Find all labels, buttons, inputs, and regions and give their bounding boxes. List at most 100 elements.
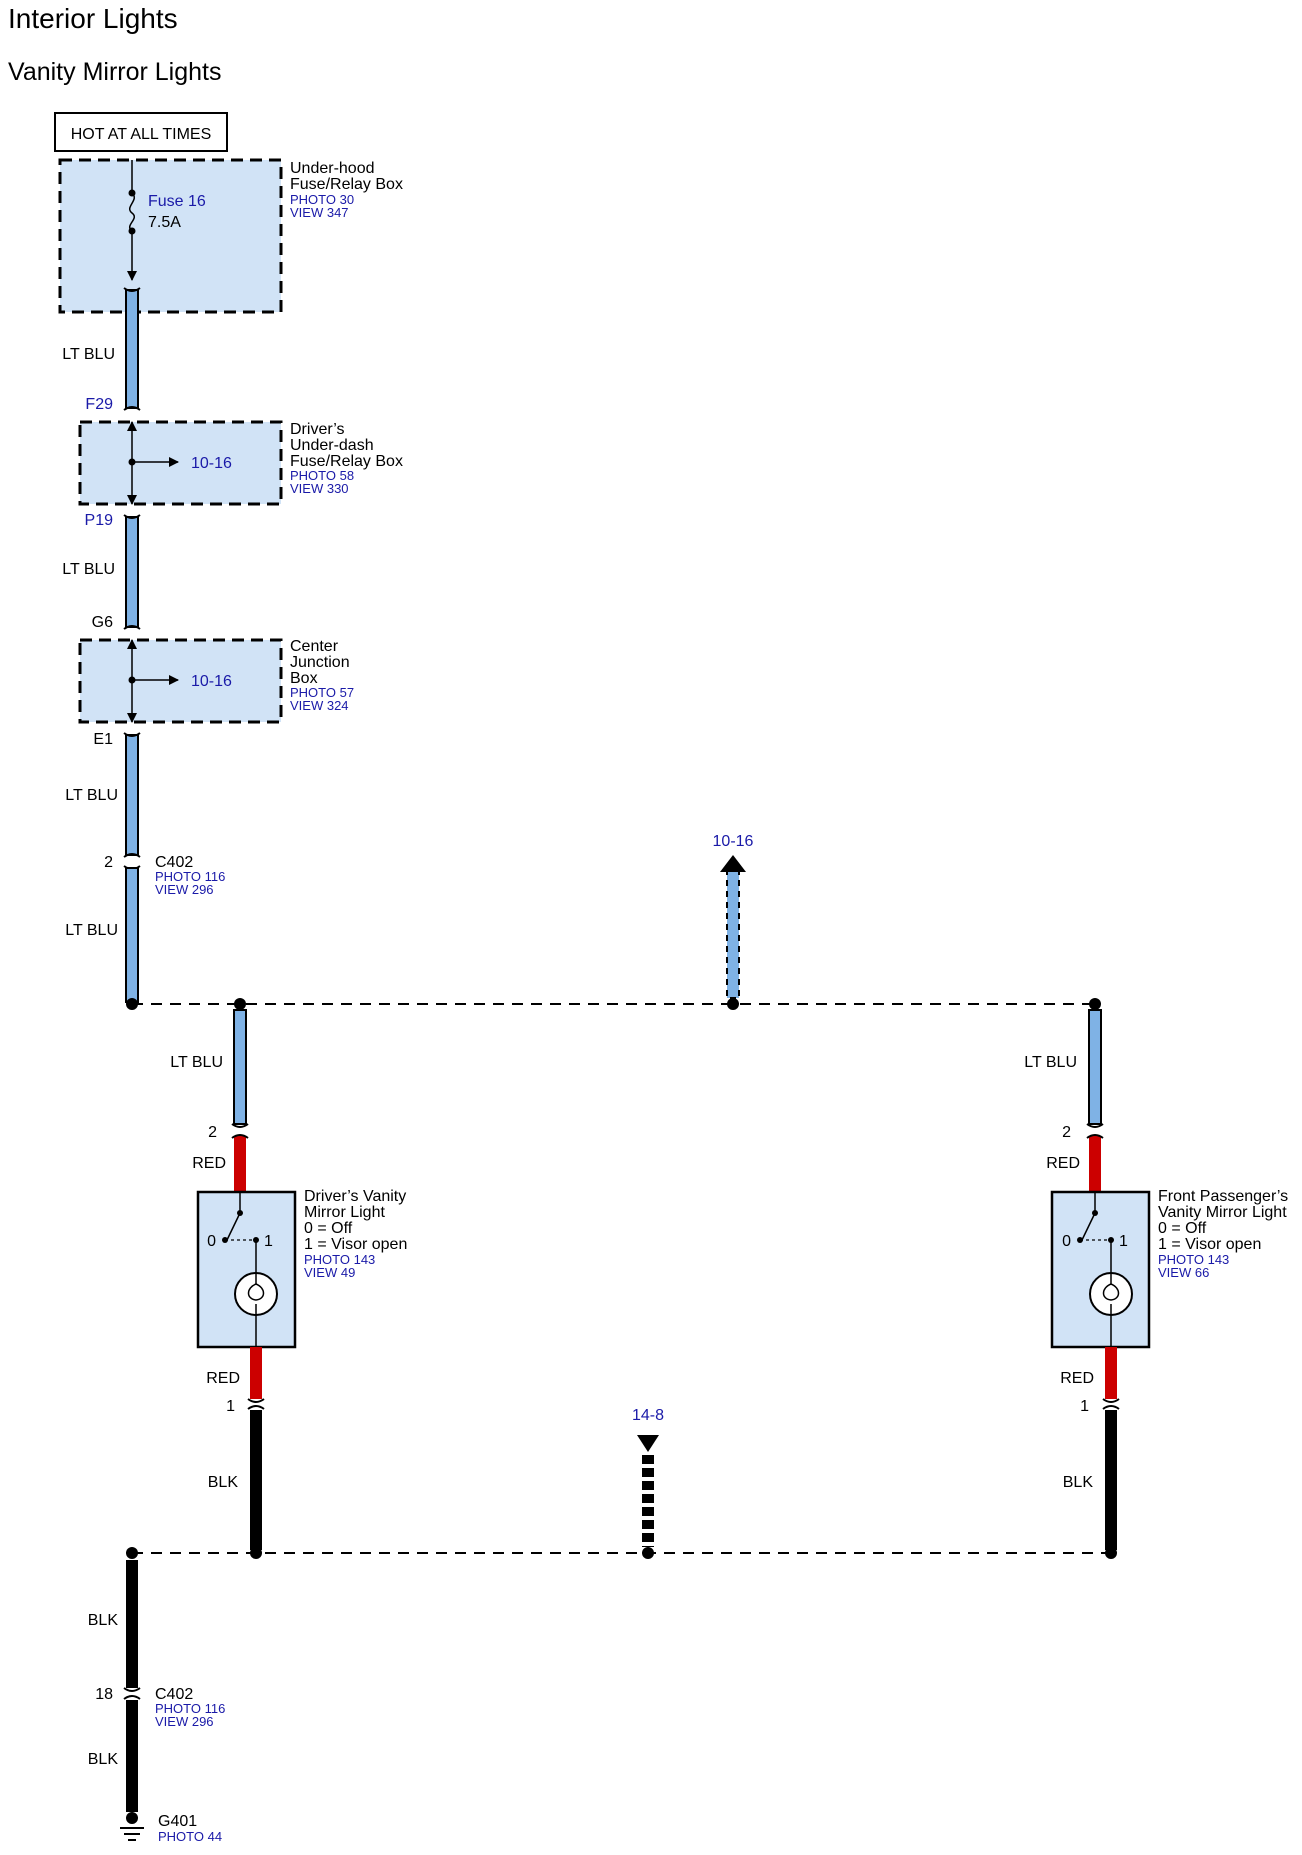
passenger-connector-cap bbox=[1086, 1134, 1104, 1139]
driver-light-photo: PHOTO 143 bbox=[304, 1252, 375, 1267]
passenger-wire-blk bbox=[1105, 1410, 1117, 1550]
wire-color-label: BLK bbox=[1063, 1474, 1094, 1491]
passenger-wire-lt-blu bbox=[1088, 1009, 1102, 1125]
underhood-box-name-1: Under-hood bbox=[290, 160, 375, 177]
power-continuation-ref: 10-16 bbox=[713, 833, 754, 850]
wire-color-label: RED bbox=[192, 1155, 226, 1172]
splice-point bbox=[1089, 998, 1101, 1010]
power-continuation-wire bbox=[720, 855, 746, 999]
driver-connector-cap bbox=[231, 1134, 249, 1139]
wire-color-label: LT BLU bbox=[1024, 1054, 1077, 1071]
ground-name: G401 bbox=[158, 1813, 197, 1830]
driver-light-switch bbox=[222, 1192, 259, 1268]
passenger-connector-cap bbox=[1102, 1398, 1120, 1403]
wire-end-cap bbox=[123, 514, 141, 519]
driver-light-name-1: Driver’s Vanity bbox=[304, 1188, 406, 1205]
passenger-light-pin-bottom: 1 bbox=[1080, 1398, 1089, 1415]
passenger-switch-pos-off: 0 bbox=[1062, 1233, 1071, 1250]
fuse-name: Fuse 16 bbox=[148, 193, 206, 210]
junction-box-view: VIEW 324 bbox=[290, 698, 349, 713]
passenger-light-name-2: Vanity Mirror Light bbox=[1158, 1204, 1287, 1221]
passenger-light-view: VIEW 66 bbox=[1158, 1265, 1209, 1280]
junction-pin-out: E1 bbox=[93, 731, 113, 748]
driver-connector-cap bbox=[247, 1398, 265, 1403]
junction-box-name-2: Junction bbox=[290, 654, 350, 671]
driver-light-view: VIEW 49 bbox=[304, 1265, 355, 1280]
underdash-branch-symbol bbox=[127, 421, 179, 505]
c402-upper-photo: PHOTO 116 bbox=[155, 869, 225, 884]
wire-end-cap bbox=[123, 625, 141, 630]
underhood-box-view: VIEW 347 bbox=[290, 205, 349, 220]
passenger-bulb-icon bbox=[1089, 1268, 1133, 1347]
wire-end-cap bbox=[123, 406, 141, 411]
junction-branch-symbol bbox=[127, 639, 179, 723]
driver-light-pin-bottom: 1 bbox=[226, 1398, 235, 1415]
ground-continuation-ref: 14-8 bbox=[632, 1407, 664, 1424]
c402-upper-connector bbox=[123, 853, 141, 870]
passenger-light-pin-top: 2 bbox=[1062, 1124, 1071, 1141]
driver-switch-pos-on: 1 bbox=[264, 1233, 273, 1250]
underdash-box-name-1: Driver’s bbox=[290, 421, 345, 438]
junction-pin-in: G6 bbox=[92, 614, 113, 631]
c402-lower-pin: 18 bbox=[95, 1686, 113, 1703]
page-title: Interior Lights bbox=[8, 3, 178, 34]
fuse-rating: 7.5A bbox=[148, 214, 181, 231]
wire-lt-blu-3 bbox=[125, 734, 139, 856]
c402-upper-name: C402 bbox=[155, 854, 193, 871]
driver-wire-blk bbox=[250, 1410, 262, 1550]
junction-branch-ref: 10-16 bbox=[191, 673, 232, 690]
passenger-vanity-light bbox=[1050, 1190, 1151, 1349]
underhood-fuse-box bbox=[58, 158, 283, 314]
c402-lower-connector bbox=[123, 1687, 141, 1700]
underdash-fuse-box bbox=[78, 420, 283, 506]
wire-color-label: LT BLU bbox=[170, 1054, 223, 1071]
ground-continuation-wire bbox=[637, 1435, 659, 1547]
passenger-light-state-off: 0 = Off bbox=[1158, 1220, 1207, 1237]
splice-point bbox=[250, 1547, 262, 1559]
passenger-wire-red-bottom bbox=[1105, 1347, 1117, 1399]
passenger-light-photo: PHOTO 143 bbox=[1158, 1252, 1229, 1267]
junction-box-photo: PHOTO 57 bbox=[290, 685, 354, 700]
underdash-branch-ref: 10-16 bbox=[191, 455, 232, 472]
ground-icon bbox=[120, 1812, 144, 1841]
wire-color-label: RED bbox=[1046, 1155, 1080, 1172]
fuse-16-symbol bbox=[127, 160, 137, 281]
ground-wire-blk-2 bbox=[126, 1700, 138, 1812]
passenger-light-switch bbox=[1077, 1192, 1114, 1268]
wire-color-label: RED bbox=[206, 1370, 240, 1387]
wire-color-label: LT BLU bbox=[62, 561, 115, 578]
power-source-label: HOT AT ALL TIMES bbox=[71, 126, 212, 143]
c402-lower-photo: PHOTO 116 bbox=[155, 1701, 225, 1716]
splice-point bbox=[1105, 1547, 1117, 1559]
passenger-light-name-1: Front Passenger’s bbox=[1158, 1188, 1288, 1205]
splice-point bbox=[234, 998, 246, 1010]
wire-color-label: BLK bbox=[88, 1751, 119, 1768]
underhood-box-name-2: Fuse/Relay Box bbox=[290, 176, 403, 193]
junction-box-name-1: Center bbox=[290, 638, 339, 655]
underdash-pin-in: F29 bbox=[85, 396, 113, 413]
splice-point bbox=[126, 1547, 138, 1559]
junction-box-name-3: Box bbox=[290, 670, 318, 687]
c402-upper-pin: 2 bbox=[104, 854, 113, 871]
driver-wire-red-bottom bbox=[250, 1347, 262, 1399]
splice-point bbox=[642, 1547, 654, 1559]
splice-point bbox=[727, 998, 739, 1010]
driver-switch-pos-off: 0 bbox=[207, 1233, 216, 1250]
wire-lt-blu-1 bbox=[125, 289, 139, 409]
driver-connector-cap bbox=[231, 1123, 249, 1128]
driver-light-state-off: 0 = Off bbox=[304, 1220, 353, 1237]
passenger-connector-cap bbox=[1086, 1123, 1104, 1128]
wire-end-cap bbox=[123, 732, 141, 737]
underhood-box-photo: PHOTO 30 bbox=[290, 192, 354, 207]
c402-upper-view: VIEW 296 bbox=[155, 882, 214, 897]
driver-light-state-open: 1 = Visor open bbox=[304, 1236, 407, 1253]
passenger-switch-pos-on: 1 bbox=[1119, 1233, 1128, 1250]
splice-point bbox=[126, 998, 138, 1010]
underdash-box-name-3: Fuse/Relay Box bbox=[290, 453, 403, 470]
wire-lt-blu-2 bbox=[125, 516, 139, 628]
power-source-box bbox=[54, 112, 228, 152]
driver-light-name-2: Mirror Light bbox=[304, 1204, 385, 1221]
driver-connector-cap bbox=[247, 1405, 265, 1410]
passenger-wire-red-top bbox=[1089, 1136, 1101, 1192]
underdash-box-name-2: Under-dash bbox=[290, 437, 374, 454]
